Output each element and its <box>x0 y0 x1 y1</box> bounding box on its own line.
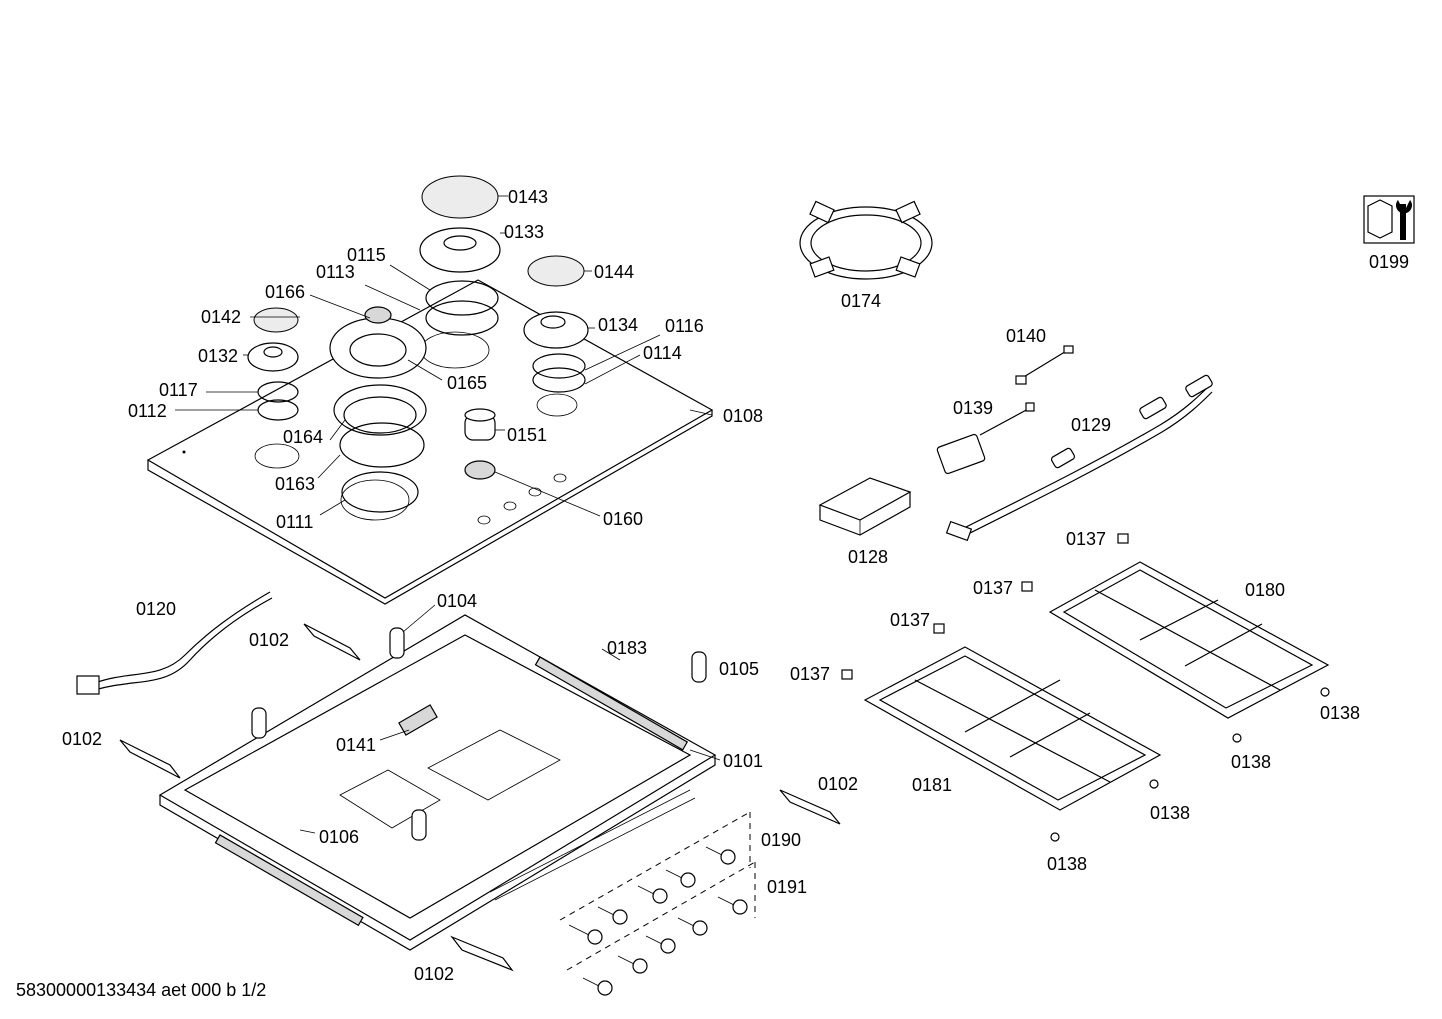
label-0138: 0138 <box>1231 752 1271 772</box>
label-0190: 0190 <box>761 830 801 850</box>
wok-ring <box>799 200 933 280</box>
label-0106: 0106 <box>319 827 359 847</box>
label-0142: 0142 <box>201 307 241 327</box>
label-0180: 0180 <box>1245 580 1285 600</box>
label-0102: 0102 <box>249 630 289 650</box>
label-0108: 0108 <box>723 406 763 426</box>
label-0102: 0102 <box>818 774 858 794</box>
clips-and-feet <box>841 533 1330 842</box>
label-0112: 0112 <box>128 401 167 421</box>
label-0166: 0166 <box>265 282 305 302</box>
wrench-nut-icon <box>1363 195 1415 244</box>
screws <box>559 811 756 996</box>
label-0101: 0101 <box>723 751 763 771</box>
label-0117: 0117 <box>159 380 198 400</box>
label-0138: 0138 <box>1150 803 1190 823</box>
label-0102: 0102 <box>414 964 454 984</box>
label-0115: 0115 <box>347 245 386 265</box>
drawing-number: 58300000133434 aet 000 b 1/2 <box>16 980 267 1000</box>
label-0174: 0174 <box>841 291 881 311</box>
label-0199: 0199 <box>1369 252 1409 272</box>
label-0113: 0113 <box>316 262 355 282</box>
burner-parts <box>247 175 589 513</box>
label-0120: 0120 <box>136 599 176 619</box>
label-0134: 0134 <box>598 315 638 335</box>
label-0143: 0143 <box>508 187 548 207</box>
label-0104: 0104 <box>437 591 477 611</box>
label-0165: 0165 <box>447 373 487 393</box>
label-0141: 0141 <box>336 735 376 755</box>
label-0102: 0102 <box>62 729 102 749</box>
wiring-parts <box>936 345 1213 542</box>
label-0144: 0144 <box>594 262 634 282</box>
label-0191: 0191 <box>767 877 807 897</box>
label-0111: 0111 <box>276 512 313 532</box>
power-cable <box>76 591 273 695</box>
label-0137: 0137 <box>790 664 830 684</box>
label-0116: 0116 <box>665 316 704 336</box>
label-0138: 0138 <box>1047 854 1087 874</box>
pan-support-left <box>863 646 1162 811</box>
label-0163: 0163 <box>275 474 315 494</box>
ignition-module <box>818 477 912 536</box>
label-0137: 0137 <box>890 610 930 630</box>
label-0132: 0132 <box>198 346 238 366</box>
label-0137: 0137 <box>973 578 1013 598</box>
chassis-parts <box>119 623 841 972</box>
label-0128: 0128 <box>848 547 888 567</box>
label-0137: 0137 <box>1066 529 1106 549</box>
label-0139: 0139 <box>953 398 993 418</box>
label-0151: 0151 <box>507 425 547 445</box>
chassis-tray <box>158 614 717 951</box>
label-0140: 0140 <box>1006 326 1046 346</box>
label-0164: 0164 <box>283 427 323 447</box>
label-0105: 0105 <box>719 659 759 679</box>
pan-support-right <box>1048 561 1330 719</box>
part-labels: 0143 0133 0115 0144 0113 0166 0142 0134 … <box>62 187 1409 984</box>
leader-lines-bottom <box>299 604 721 834</box>
label-0114: 0114 <box>643 343 682 363</box>
label-0160: 0160 <box>603 509 643 529</box>
label-0183: 0183 <box>607 638 647 658</box>
label-0181: 0181 <box>912 775 952 795</box>
label-0138: 0138 <box>1320 703 1360 723</box>
leader-lines-top <box>175 195 713 517</box>
label-0133: 0133 <box>504 222 544 242</box>
label-0129: 0129 <box>1071 415 1111 435</box>
